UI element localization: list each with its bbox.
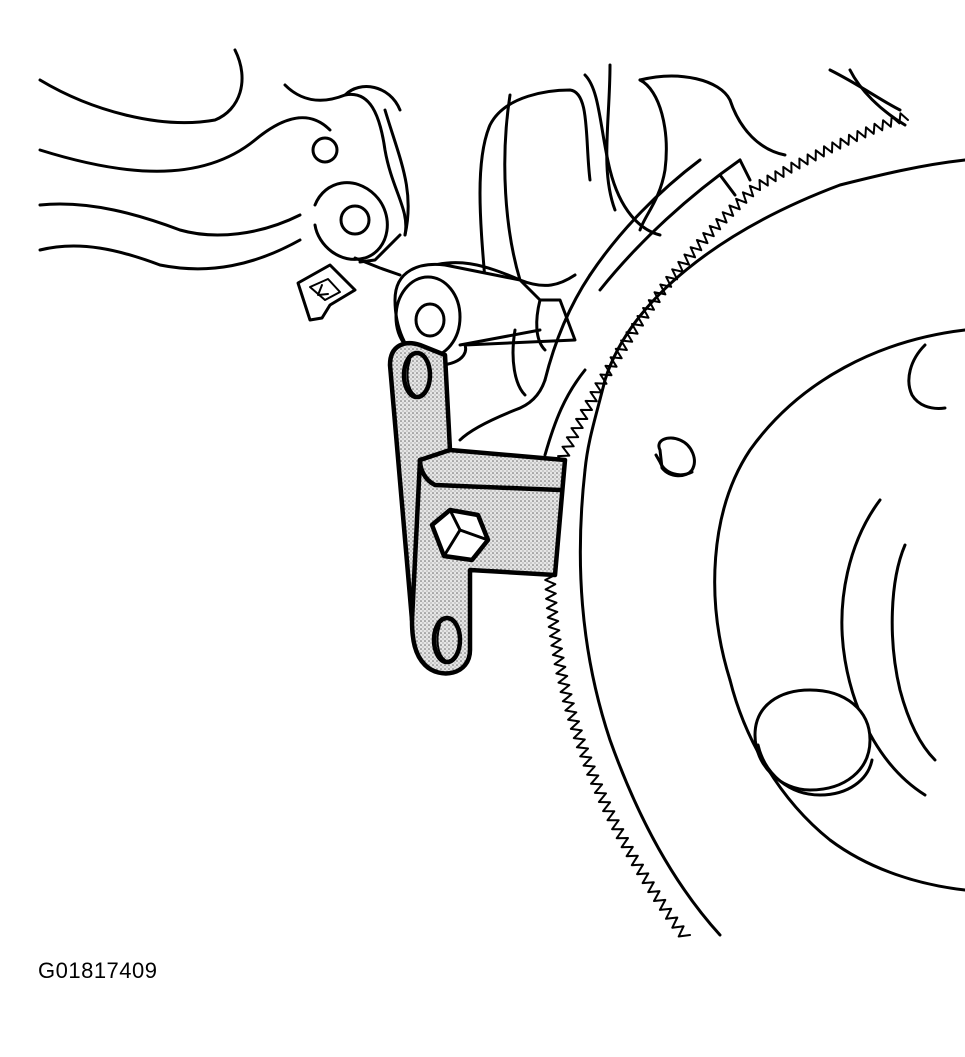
engine-contours-upper xyxy=(418,63,907,287)
housing-lip xyxy=(458,158,752,457)
flywheel-holding-tool xyxy=(387,340,568,676)
hex-bolt xyxy=(429,507,491,563)
flywheel xyxy=(578,158,965,937)
engine-housing xyxy=(38,48,410,271)
sensor-connector xyxy=(296,256,402,322)
figure-code: G01817409 xyxy=(38,958,158,983)
flywheel-holes xyxy=(654,436,874,797)
ring-gear-teeth xyxy=(544,112,909,938)
